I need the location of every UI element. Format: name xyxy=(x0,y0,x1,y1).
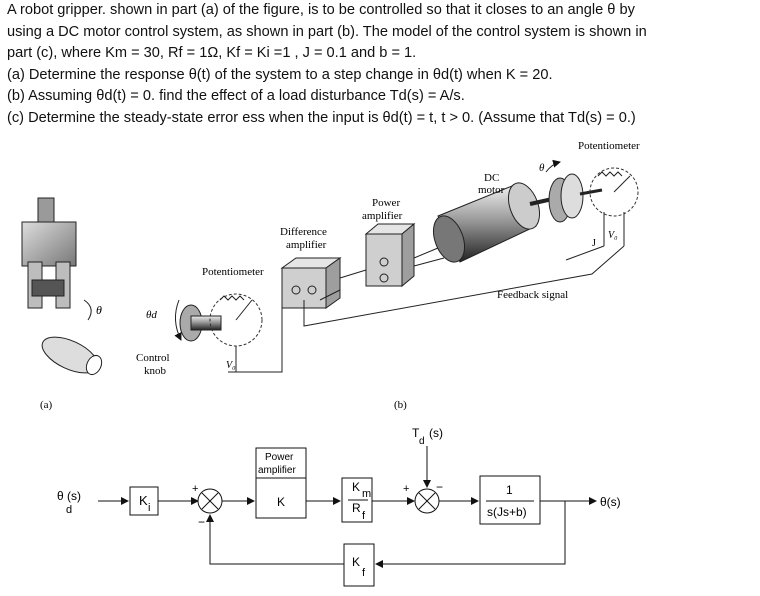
output-theta-label: θ(s) xyxy=(600,495,621,509)
problem-line-1: A robot gripper. shown in part (a) of th… xyxy=(7,2,635,18)
power-amp-label-2: amplifier xyxy=(362,210,403,222)
dc-motor-illustration xyxy=(432,182,567,263)
control-knob-illustration xyxy=(174,299,222,342)
td-label: T xyxy=(412,426,420,440)
diff-amp-label-1: Difference xyxy=(280,226,327,238)
problem-statement: A robot gripper. shown in part (a) of th… xyxy=(7,0,755,130)
pa-label-2: amplifier xyxy=(258,465,296,476)
plant-block xyxy=(479,475,541,525)
block-diagram: θ (s) d K i + − Power amplifier K K m R … xyxy=(57,426,621,587)
kf-sub: f xyxy=(362,567,366,579)
sum2-minus: − xyxy=(436,480,443,494)
part-b-label: (b) xyxy=(394,399,407,411)
rf-label: R xyxy=(352,501,361,515)
control-knob-label-2: knob xyxy=(144,365,167,377)
input-theta-label: θ (s) xyxy=(57,489,81,503)
km-sub: m xyxy=(362,488,371,500)
control-knob-label-1: Control xyxy=(136,352,170,364)
robot-gripper-illustration xyxy=(21,197,103,376)
power-amplifier-title-box xyxy=(255,447,307,479)
sum1-minus: − xyxy=(198,515,205,529)
dc-motor-label-1: DC xyxy=(484,172,499,184)
left-potentiometer-illustration xyxy=(209,293,263,373)
td-s-label: (s) xyxy=(429,426,443,440)
ki-sub: i xyxy=(148,502,150,514)
sum2-plus: + xyxy=(403,483,409,495)
feedback-line-right xyxy=(375,501,566,568)
power-amp-label-1: Power xyxy=(372,197,400,209)
feedback-line-left xyxy=(206,514,344,565)
v0-right-label: V₀ xyxy=(608,230,618,241)
v0-left-label: V₀ xyxy=(226,360,236,371)
td-sub: d xyxy=(419,436,425,447)
km-label: K xyxy=(352,480,360,494)
problem-line-6: (c) Determine the steady-state error ess… xyxy=(7,109,636,126)
kf-label: K xyxy=(352,555,360,569)
ki-label: K xyxy=(139,493,148,508)
gripper-theta-label: θ xyxy=(96,303,102,317)
theta-d-label: θd xyxy=(146,309,157,321)
problem-line-4: (a) Determine the response θ(t) of the s… xyxy=(7,66,553,83)
potentiometer-left-label: Potentiometer xyxy=(202,266,264,278)
rf-sub: f xyxy=(362,510,366,522)
problem-line-3: part (c), where Km = 30, Rf = 1Ω, Kf = K… xyxy=(7,45,417,62)
wiring xyxy=(244,245,625,373)
k-block xyxy=(255,477,307,519)
ki-block xyxy=(129,486,159,516)
diff-amp-label-2: amplifier xyxy=(286,239,327,251)
motor-theta-label: θ xyxy=(539,162,545,174)
input-theta-sub: d xyxy=(66,504,72,516)
load-inertia-illustration xyxy=(548,173,603,223)
kf-block xyxy=(343,543,375,587)
j-label: J xyxy=(592,238,596,249)
difference-amplifier-box xyxy=(280,257,342,309)
right-potentiometer-illustration xyxy=(545,159,639,246)
feedback-signal-label: Feedback signal xyxy=(497,289,568,301)
potentiometer-right-label: Potentiometer xyxy=(578,140,640,152)
plant-denominator: s(Js+b) xyxy=(487,505,527,519)
k-label: K xyxy=(277,495,285,509)
sum1-plus: + xyxy=(192,483,198,495)
dc-motor-label-2: motor xyxy=(478,184,505,196)
plant-numerator: 1 xyxy=(506,483,513,497)
problem-line-5: (b) Assuming θd(t) = 0. find the effect … xyxy=(7,88,465,105)
part-a-label: (a) xyxy=(40,399,53,411)
power-amplifier-box xyxy=(364,222,416,288)
problem-line-2: using a DC motor control system, as show… xyxy=(7,23,647,40)
pa-label-1: Power xyxy=(265,452,294,463)
